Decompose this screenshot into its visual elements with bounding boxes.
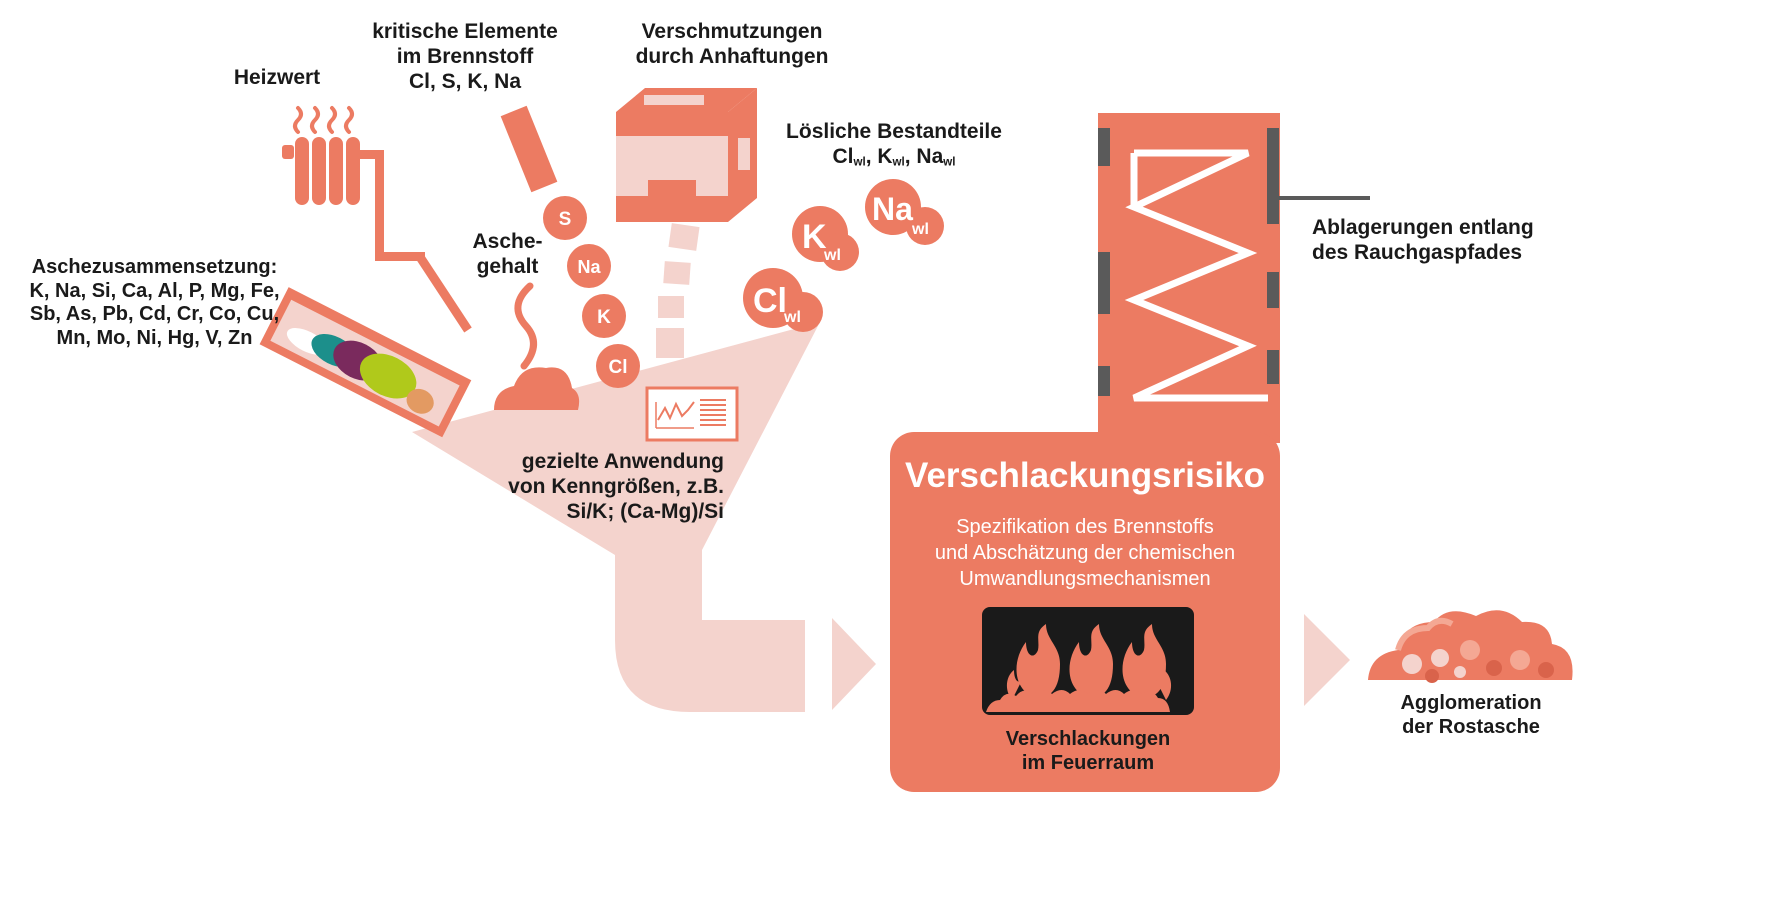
bubble-cl: Cl [609,357,628,378]
flame-icon [1006,624,1172,700]
label-loesliche-bestandteile: Lösliche Bestandteile Clwl, Kwl, Nawl [774,120,1014,170]
label-verschlackungsrisiko: Verschlackungsrisiko [905,456,1265,495]
label-heizwert: Heizwert [233,66,321,89]
bubble-na-wl-sub: wl [911,221,929,238]
label-kenngroessen: gezielte Anwendung von Kenngrößen, z.B. … [508,450,724,523]
bubble-k-wl-sub: wl [823,247,841,264]
chart-monitor-icon [645,386,739,442]
label-aschezusammensetzung: Aschezusammensetzung: K, Na, Si, Ca, Al,… [29,256,280,349]
composition-tray [259,287,472,438]
radiator-icon [282,106,472,333]
arrow-right-icon [832,618,876,710]
bubble-s: S [559,209,572,230]
label-feuerraum: Verschlackungen im Feuerraum [1005,728,1171,774]
soluble-bubbles [743,179,944,332]
bubble-cl-wl: Cl [753,282,787,320]
label-ablagerungen: Ablagerungen entlang des Rauchgaspfades [1312,216,1534,264]
ash-box-icon [616,88,757,222]
element-bubbles [543,196,640,388]
arrow-right-icon [1304,614,1350,706]
label-spezifikation: Spezifikation des Brennstoffs und Abschä… [934,516,1236,590]
firebox [982,607,1194,715]
label-agglomeration: Agglomeration der Rostasche [1400,692,1542,738]
ash-heap-icon [1368,610,1573,683]
bubble-na-wl: Na [872,191,913,227]
bubble-k-wl: K [802,218,827,256]
label-kritische-elemente: kritische Elemente im Brennstoff Cl, S, … [372,20,558,93]
bubble-k: K [597,307,611,328]
steam-icon [514,282,537,370]
bubble-na: Na [577,257,601,277]
label-verschmutzungen: Verschmutzungen durch Anhaftungen [635,20,829,68]
ash-pile [494,367,580,410]
label-aschegehalt: Asche- gehalt [472,230,543,278]
loesliche-formula: Clwl, Kwl, Nawl [832,144,956,169]
ash-bed [986,690,1170,712]
fuel-stick-icon [500,105,558,193]
bubble-cl-wl-sub: wl [783,309,801,326]
